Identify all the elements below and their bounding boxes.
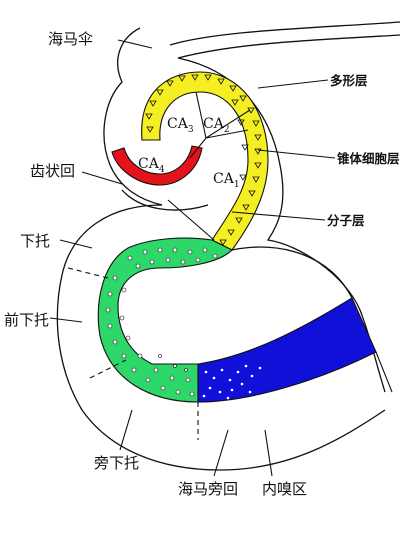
ca3-label: CA3 [167,116,194,135]
leader-dentate-gyrus [81,171,123,185]
leader-molecular-layer [231,211,326,221]
leader-polymorphic-layer [257,79,329,89]
dentate-gyrus-red-band [111,145,203,186]
label-subiculum: 下托 [20,232,50,250]
ca4-label: CA4 [138,156,165,175]
ca-divider-lines [189,91,251,159]
leader-parasubiculum [119,409,133,451]
pyramidal-cell-triangles [145,74,262,246]
leader-subiculum [59,239,93,249]
label-entorhinal-area: 内嗅区 [262,480,307,498]
fimbria-band [169,21,401,59]
leader-entorhinal [264,429,273,477]
subiculum-cell-dots [105,247,218,397]
label-dentate-gyrus: 齿状回 [30,162,75,180]
ca2-label: CA2 [203,116,230,135]
entorhinal-cell-dots [202,364,262,400]
entorhinal-blue-band [197,297,377,403]
dentate-boundary [121,189,209,211]
leader-hippocampus-crest [117,39,153,49]
subiculum-green-band [97,237,233,403]
boundary-presubiculum-parasubiculum [89,359,127,379]
subiculum-inner-contour [231,246,353,299]
boundary-subiculum-presubiculum [67,267,109,279]
label-parasubiculum: 旁下托 [94,454,139,472]
leader-presubiculum [49,317,83,323]
leader-parahippocampal [213,429,229,477]
pyramidal-layer-arc [141,71,269,251]
label-pyramidal-layer: 锥体细胞层 [337,151,400,166]
hippocampus-inner-contour [103,27,163,206]
hippocampus-outer-contour [177,57,386,393]
label-presubiculum: 前下托 [4,311,49,329]
label-molecular-layer: 分子层 [327,213,365,228]
ca1-subiculum-divider [167,199,215,241]
boundary-entorhinal [375,351,393,393]
label-hippocampus-crest: 海马伞 [48,30,93,48]
label-polymorphic-layer: 多形层 [330,73,368,88]
leader-pyramidal-layer [257,149,336,159]
ca1-label: CA1 [213,171,240,190]
label-parahippocampal-gyrus: 海马旁回 [178,480,238,498]
